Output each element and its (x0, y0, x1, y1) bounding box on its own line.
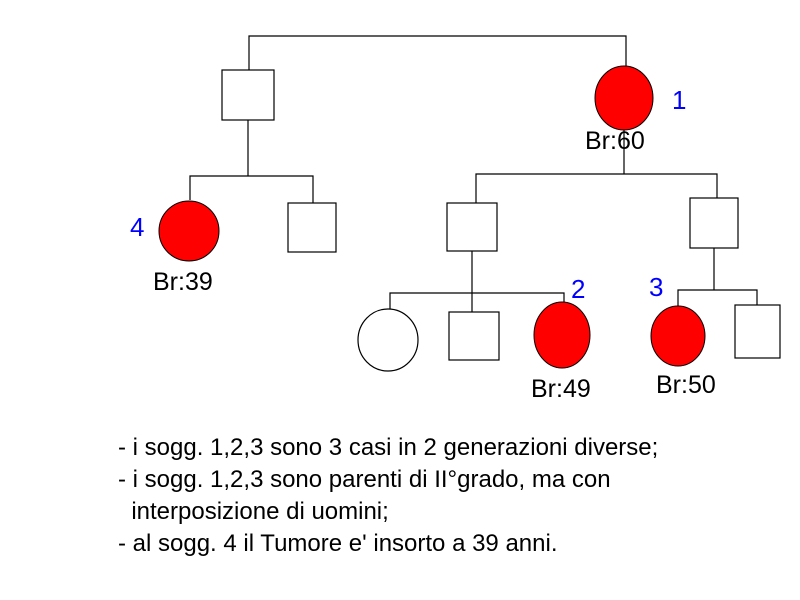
marriage-line-gen1 (248, 35, 627, 70)
female-affected-subject-2 (533, 301, 591, 369)
note-line: interposizione di uomini; (118, 498, 389, 525)
male-unaffected-gen2-right (689, 197, 739, 249)
notes-list: - i sogg. 1,2,3 sono 3 casi in 2 generaz… (118, 432, 658, 560)
female-affected-subject-1 (594, 65, 654, 131)
male-unaffected-gen1 (221, 69, 275, 121)
sibship-line-right (475, 173, 718, 203)
subject-number-2: 2 (571, 274, 585, 304)
female-unaffected-gen3 (357, 308, 419, 372)
male-unaffected-gen3-mid (448, 311, 500, 361)
subject-number-3: 3 (649, 272, 663, 302)
female-affected-subject-4 (158, 200, 220, 262)
note-line: - i sogg. 1,2,3 sono 3 casi in 2 generaz… (118, 434, 659, 461)
sibship-line-mid (389, 292, 565, 309)
subject-number-1: 1 (672, 85, 686, 115)
sibship-line-far-right (677, 289, 758, 306)
female-affected-subject-3 (650, 305, 706, 367)
male-unaffected-gen2-mid (446, 202, 498, 252)
subject-label-4: Br:39 (153, 268, 213, 296)
connector-lines (189, 35, 758, 312)
male-unaffected-gen2-left (287, 202, 337, 253)
subject-label-3: Br:50 (656, 371, 716, 399)
subject-label-1: Br:60 (585, 127, 645, 155)
subject-number-4: 4 (130, 212, 144, 242)
note-line: - al sogg. 4 il Tumore e' insorto a 39 a… (118, 530, 558, 557)
sibship-line-left (189, 175, 314, 203)
note-line: - i sogg. 1,2,3 sono parenti di II°grado… (118, 466, 611, 493)
subject-label-2: Br:49 (531, 375, 591, 403)
male-unaffected-gen3-right (734, 304, 781, 359)
